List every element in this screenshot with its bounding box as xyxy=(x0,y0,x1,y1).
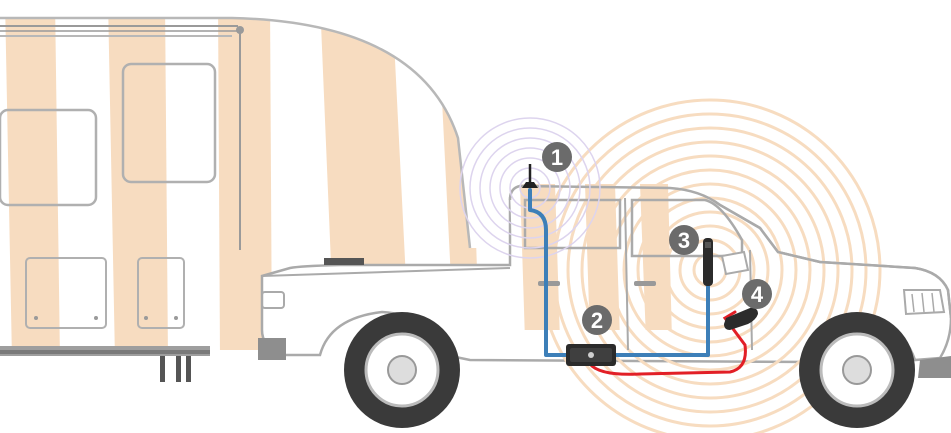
outside-antenna-icon xyxy=(522,164,538,188)
marker-2: 2 xyxy=(582,305,612,335)
front-wheel xyxy=(799,312,915,428)
signal-booster-icon xyxy=(566,344,616,366)
marker-3: 3 xyxy=(669,225,699,255)
marker-4: 4 xyxy=(742,279,772,309)
marker-number: 4 xyxy=(751,282,764,307)
marker-number: 1 xyxy=(551,145,563,170)
rear-wheel xyxy=(344,312,460,428)
marker-number: 2 xyxy=(591,308,603,333)
marker-number: 3 xyxy=(678,228,690,253)
marker-1: 1 xyxy=(542,142,572,172)
inside-antenna-icon xyxy=(703,238,713,286)
